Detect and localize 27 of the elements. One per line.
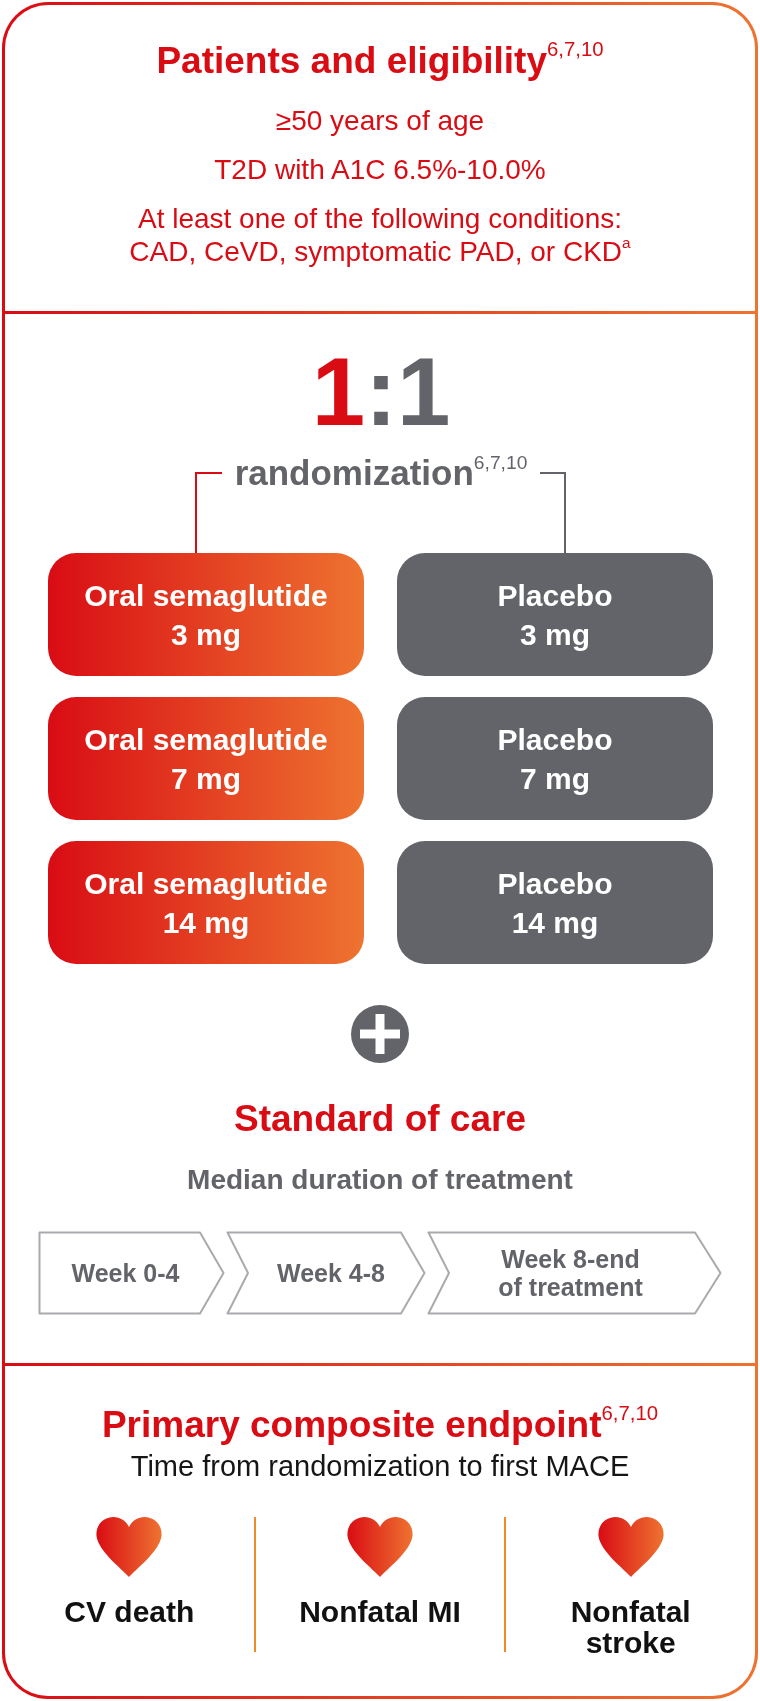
treatment-arm-box: Oral semaglutide 3 mg: [48, 553, 364, 676]
criteria-text: ≥50 years of age: [275, 104, 485, 137]
treatment-arm-box: Oral semaglutide 7 mg: [48, 697, 364, 820]
section-heading: Primary composite endpoint$^{6,7,10}$: [101, 1403, 659, 1447]
connector-line: [195, 472, 223, 554]
treatment-arm-box: Placebo 3 mg: [397, 553, 713, 676]
endpoint-label: Nonfatal MI: [299, 1596, 461, 1627]
endpoint-label: Nonfatal stroke: [569, 1596, 692, 1658]
section-heading: Standard of care: [234, 1097, 526, 1141]
randomization-label: randomization$^{6,7,10}$: [234, 453, 528, 493]
section-heading: Patients and eligibility$^{6,7,10}$: [156, 39, 604, 83]
criteria-text: At least one of the following conditions: CAD, CeVD, symptomatic PAD, or CKD$^{a}$: [128, 202, 632, 268]
ratio-text: 1:1: [311, 344, 451, 440]
timeline-step: Week 8-end of treatment: [427, 1231, 722, 1315]
criteria-text: T2D with A1C 6.5%-10.0%: [214, 153, 546, 186]
timeline-step: Week 0-4: [38, 1231, 225, 1315]
subtitle-text: Time from randomization to first MACE: [130, 1449, 630, 1483]
section-panel: [2, 314, 758, 1363]
timeline-step: Week 4-8: [226, 1231, 426, 1315]
treatment-arm-box: Placebo 7 mg: [397, 697, 713, 820]
endpoint-label: CV death: [64, 1596, 195, 1627]
section-panel: [2, 2, 758, 314]
treatment-arm-box: Oral semaglutide 14 mg: [48, 841, 364, 964]
subheading-text: Median duration of treatment: [187, 1163, 573, 1197]
connector-line: [539, 472, 566, 554]
section-panel: [2, 1363, 758, 1699]
treatment-arm-box: Placebo 14 mg: [397, 841, 713, 964]
